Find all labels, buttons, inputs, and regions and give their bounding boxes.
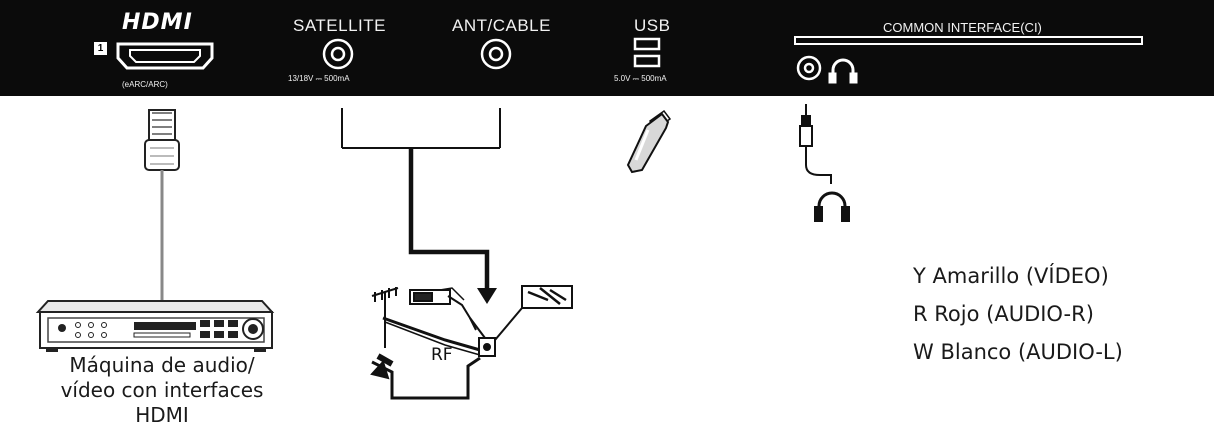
signal-path-arrow xyxy=(408,148,497,304)
headphone-port-icon xyxy=(828,58,858,84)
antenna-assembly-icon xyxy=(370,285,573,400)
legend-code: Y xyxy=(913,264,926,288)
antenna-cable-lines xyxy=(341,108,501,149)
av-device-caption: Máquina de audio/ vídeo con interfaces H… xyxy=(38,353,286,428)
legend-yellow: Y Amarillo (VÍDEO) xyxy=(913,264,1109,288)
av-jack-icon xyxy=(796,55,822,81)
ci-slot xyxy=(794,36,1143,45)
hdmi-cable-icon xyxy=(144,109,180,171)
hdmi-logo: HDMI xyxy=(122,10,193,35)
satellite-label: SATELLITE xyxy=(293,16,386,35)
legend-text: Rojo (AUDIO-R) xyxy=(934,302,1094,326)
caption-line: Máquina de audio/ xyxy=(69,353,255,377)
satellite-spec: 13/18V ⎓ 500mA xyxy=(288,74,350,83)
legend-text: Amarillo (VÍDEO) xyxy=(932,264,1109,288)
rf-label: RF xyxy=(431,345,453,365)
ant-cable-port-icon xyxy=(480,38,512,70)
usb-stick-icon xyxy=(626,109,672,174)
usb-port-icon xyxy=(633,37,661,68)
legend-code: R xyxy=(913,302,928,326)
hdmi-port-number: 1 xyxy=(94,42,107,55)
hdmi-sublabel: (eARC/ARC) xyxy=(122,80,168,89)
av-receiver-icon xyxy=(35,300,275,352)
caption-line: vídeo con interfaces xyxy=(60,378,264,402)
ant-cable-label: ANT/CABLE xyxy=(452,16,551,35)
legend-red: R Rojo (AUDIO-R) xyxy=(913,302,1094,326)
legend-code: W xyxy=(913,340,934,364)
connector-panel xyxy=(0,0,1214,96)
legend-white: W Blanco (AUDIO-L) xyxy=(913,340,1123,364)
headphone-icon xyxy=(799,104,850,222)
hdmi-port-icon xyxy=(116,42,214,70)
caption-line: HDMI xyxy=(135,403,189,427)
usb-label: USB xyxy=(634,16,671,35)
ci-label: COMMON INTERFACE(CI) xyxy=(883,20,1042,35)
legend-text: Blanco (AUDIO-L) xyxy=(940,340,1123,364)
usb-spec: 5.0V ⎓ 500mA xyxy=(614,74,667,83)
satellite-port-icon xyxy=(322,38,354,70)
